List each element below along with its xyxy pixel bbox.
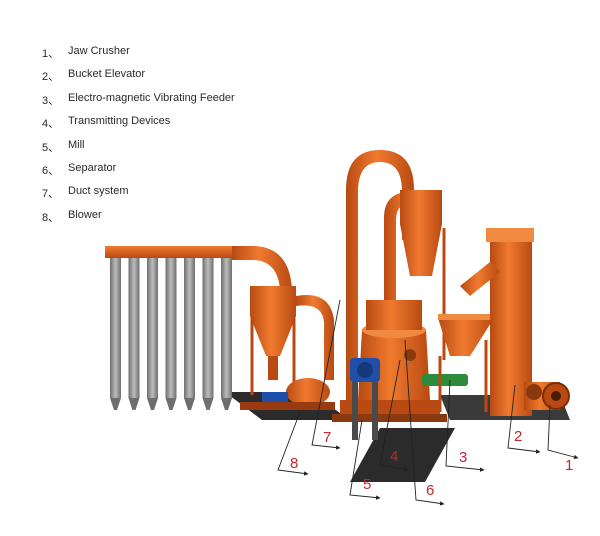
- legend-label: Jaw Crusher: [68, 45, 130, 57]
- separator: [384, 190, 446, 360]
- callout-1: 1: [565, 457, 573, 474]
- legend-number: 8、: [42, 211, 60, 224]
- legend-label: Duct system: [68, 185, 129, 198]
- filter-bag: [165, 256, 177, 398]
- transmitting-devices: [350, 358, 380, 440]
- leader-3: [445, 379, 485, 472]
- legend-number: 4、: [42, 118, 60, 131]
- callout-5: 5: [363, 476, 371, 493]
- filter-bag-tip: [147, 398, 158, 410]
- vibrating-feeder: [422, 314, 494, 412]
- callout-7: 7: [323, 429, 331, 446]
- filter-bag-tip: [165, 398, 177, 410]
- callout-6: 6: [426, 482, 434, 499]
- leader-5: [349, 419, 381, 500]
- legend-label: Blower: [68, 208, 102, 221]
- legend-number: 7、: [42, 188, 60, 201]
- leader-1: [547, 404, 579, 460]
- callout-4: 4: [390, 448, 398, 465]
- callout-leaders: [277, 299, 579, 506]
- filter-bag: [221, 256, 232, 398]
- callout-3: 3: [459, 449, 467, 466]
- filter-bag: [184, 256, 195, 398]
- jaw-crusher: [524, 382, 570, 410]
- legend-label: Bucket Elevator: [68, 68, 146, 81]
- filter-bag: [202, 256, 214, 398]
- legend-label: Separator: [68, 161, 117, 174]
- leader-4: [379, 359, 409, 472]
- callout-8: 8: [290, 455, 298, 472]
- legend-label: Mill: [68, 138, 85, 151]
- filter-bag: [128, 256, 140, 398]
- filter-bag: [110, 256, 121, 398]
- filter-bag-tip: [110, 398, 121, 410]
- legend-label: Electro-magnetic Vibrating Feeder: [68, 91, 235, 104]
- leader-8: [277, 411, 309, 476]
- leader-6: [404, 339, 445, 506]
- filter-bag: [147, 256, 158, 398]
- filter-bags: [110, 256, 232, 410]
- blower-cyclone: [250, 286, 334, 395]
- collector-header: [105, 246, 292, 290]
- leader-7: [311, 299, 341, 450]
- callout-2: 2: [514, 428, 522, 445]
- legend-label: Transmitting Devices: [68, 115, 171, 128]
- filter-bag-tip: [184, 398, 195, 410]
- leader-2: [507, 384, 541, 454]
- legend-number: 3、: [42, 94, 60, 107]
- legend-number: 6、: [42, 164, 60, 177]
- legend-number: 2、: [42, 71, 60, 84]
- filter-bag-tip: [202, 398, 214, 410]
- blower-unit: [240, 378, 335, 410]
- legend-number: 1、: [42, 48, 60, 60]
- filter-bag-tip: [221, 398, 232, 410]
- filter-bag-tip: [128, 398, 140, 410]
- legend-number: 5、: [42, 141, 60, 154]
- mill: [332, 300, 447, 422]
